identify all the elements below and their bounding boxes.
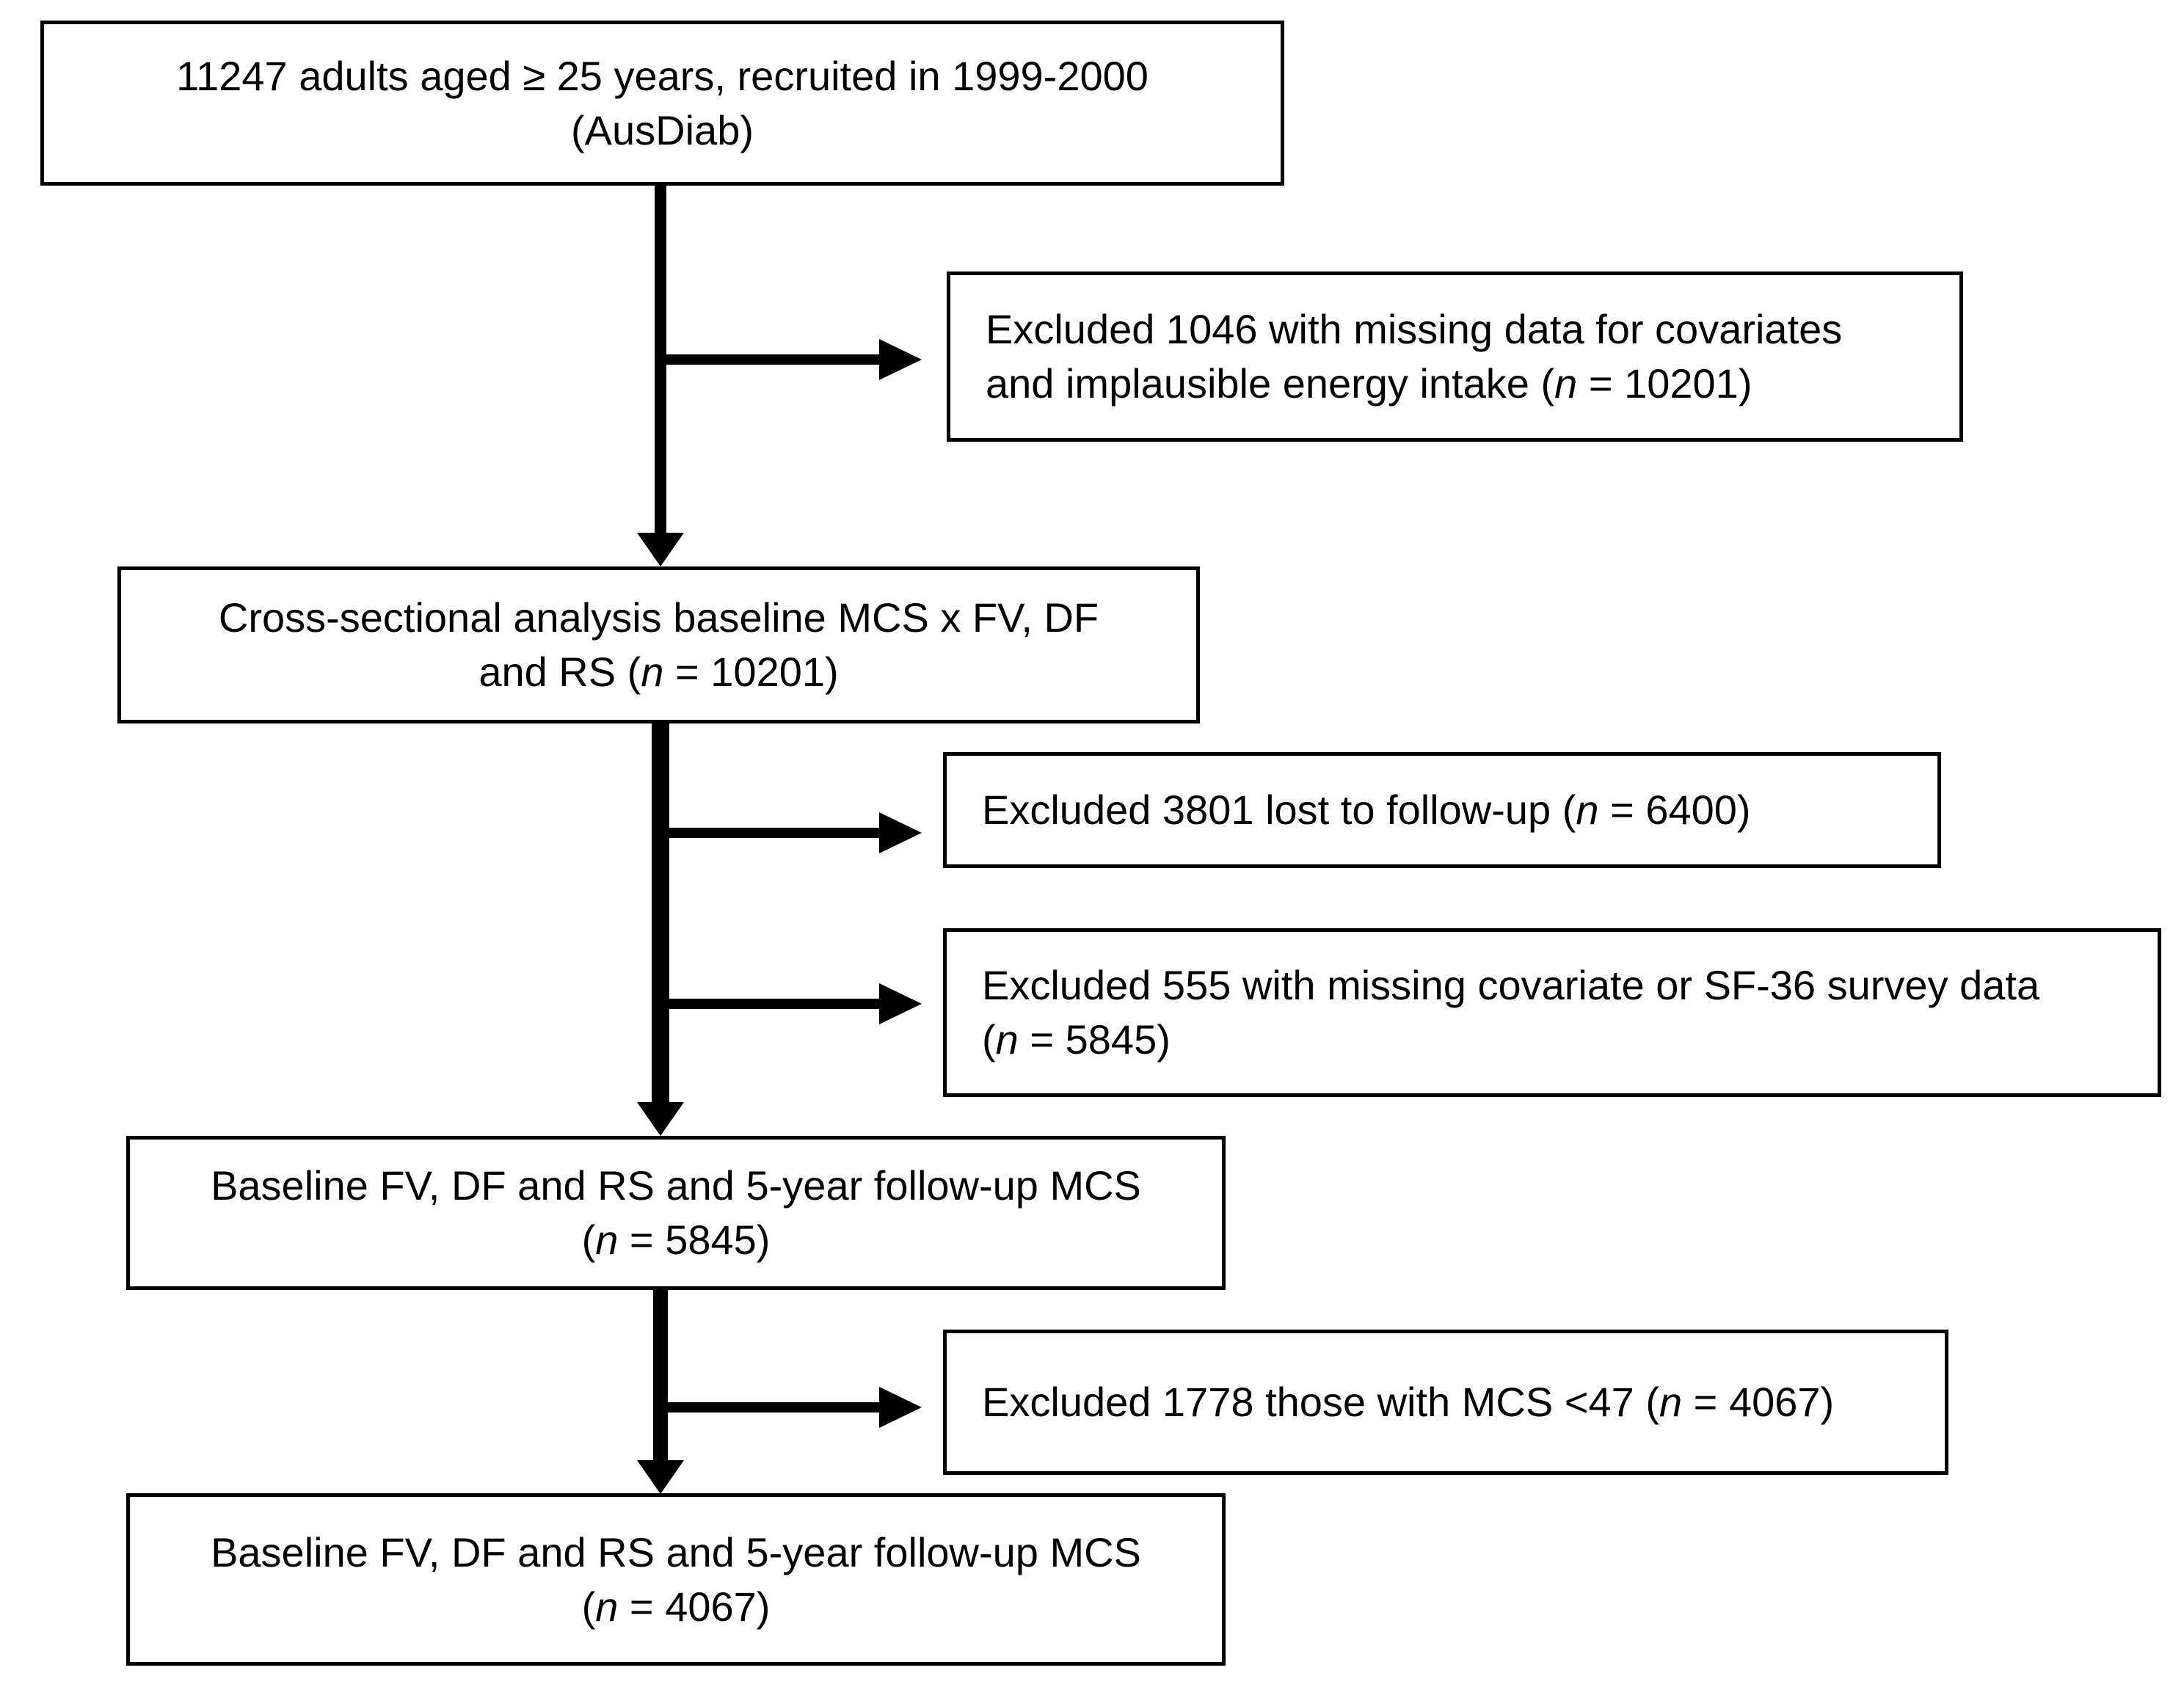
arrowhead-down-icon bbox=[637, 1460, 684, 1494]
box-excluded-lost-followup: Excluded 3801 lost to follow-up (n = 640… bbox=[943, 752, 1941, 868]
box-text-line: and implausible energy intake (n = 10201… bbox=[986, 360, 1752, 407]
box-text-line: Excluded 3801 lost to follow-up (n = 640… bbox=[982, 787, 1751, 834]
box-text-line: Baseline FV, DF and RS and 5-year follow… bbox=[211, 1528, 1141, 1575]
box-text-line: 11247 adults aged ≥ 25 years, recruited … bbox=[176, 52, 1149, 99]
arrow-shaft-cross-sectional-to-baseline-5845 bbox=[652, 723, 669, 1104]
box-text-line: Excluded 1046 with missing data for cova… bbox=[986, 306, 1843, 353]
arrow-shaft-to-excluded-mcs47 bbox=[660, 1402, 881, 1413]
arrowhead-right-icon bbox=[879, 983, 922, 1024]
box-recruited: 11247 adults aged ≥ 25 years, recruited … bbox=[40, 21, 1284, 186]
arrow-shaft-to-excluded-covariates bbox=[660, 354, 881, 365]
box-baseline-5845: Baseline FV, DF and RS and 5-year follow… bbox=[126, 1136, 1226, 1290]
arrowhead-down-icon bbox=[637, 1102, 684, 1136]
arrow-shaft-to-excluded-lost-followup bbox=[660, 828, 881, 838]
box-text-line: (n = 5845) bbox=[982, 1016, 1171, 1062]
box-baseline-4067: Baseline FV, DF and RS and 5-year follow… bbox=[126, 1493, 1226, 1666]
box-cross-sectional: Cross-sectional analysis baseline MCS x … bbox=[117, 566, 1200, 723]
box-excluded-sf36: Excluded 555 with missing covariate or S… bbox=[943, 928, 2161, 1097]
arrowhead-right-icon bbox=[879, 812, 922, 853]
box-text-line: (n = 4067) bbox=[581, 1583, 771, 1630]
box-text-line: (n = 5845) bbox=[581, 1217, 771, 1263]
arrowhead-right-icon bbox=[879, 339, 922, 380]
arrowhead-down-icon bbox=[637, 533, 684, 566]
box-excluded-covariates: Excluded 1046 with missing data for cova… bbox=[947, 271, 1963, 442]
box-text-line: and RS (n = 10201) bbox=[478, 649, 839, 695]
arrowhead-right-icon bbox=[879, 1387, 922, 1428]
box-text-line: (AusDiab) bbox=[571, 106, 754, 153]
arrow-shaft-baseline-5845-to-baseline-4067 bbox=[653, 1290, 668, 1462]
box-text-line: Baseline FV, DF and RS and 5-year follow… bbox=[211, 1162, 1141, 1209]
arrow-shaft-to-excluded-sf36 bbox=[660, 999, 881, 1009]
box-text-line: Excluded 555 with missing covariate or S… bbox=[982, 962, 2040, 1009]
box-text-line: Cross-sectional analysis baseline MCS x … bbox=[218, 594, 1099, 641]
box-excluded-mcs47: Excluded 1778 those with MCS <47 (n = 40… bbox=[943, 1330, 1948, 1475]
box-text-line: Excluded 1778 those with MCS <47 (n = 40… bbox=[982, 1379, 1835, 1426]
